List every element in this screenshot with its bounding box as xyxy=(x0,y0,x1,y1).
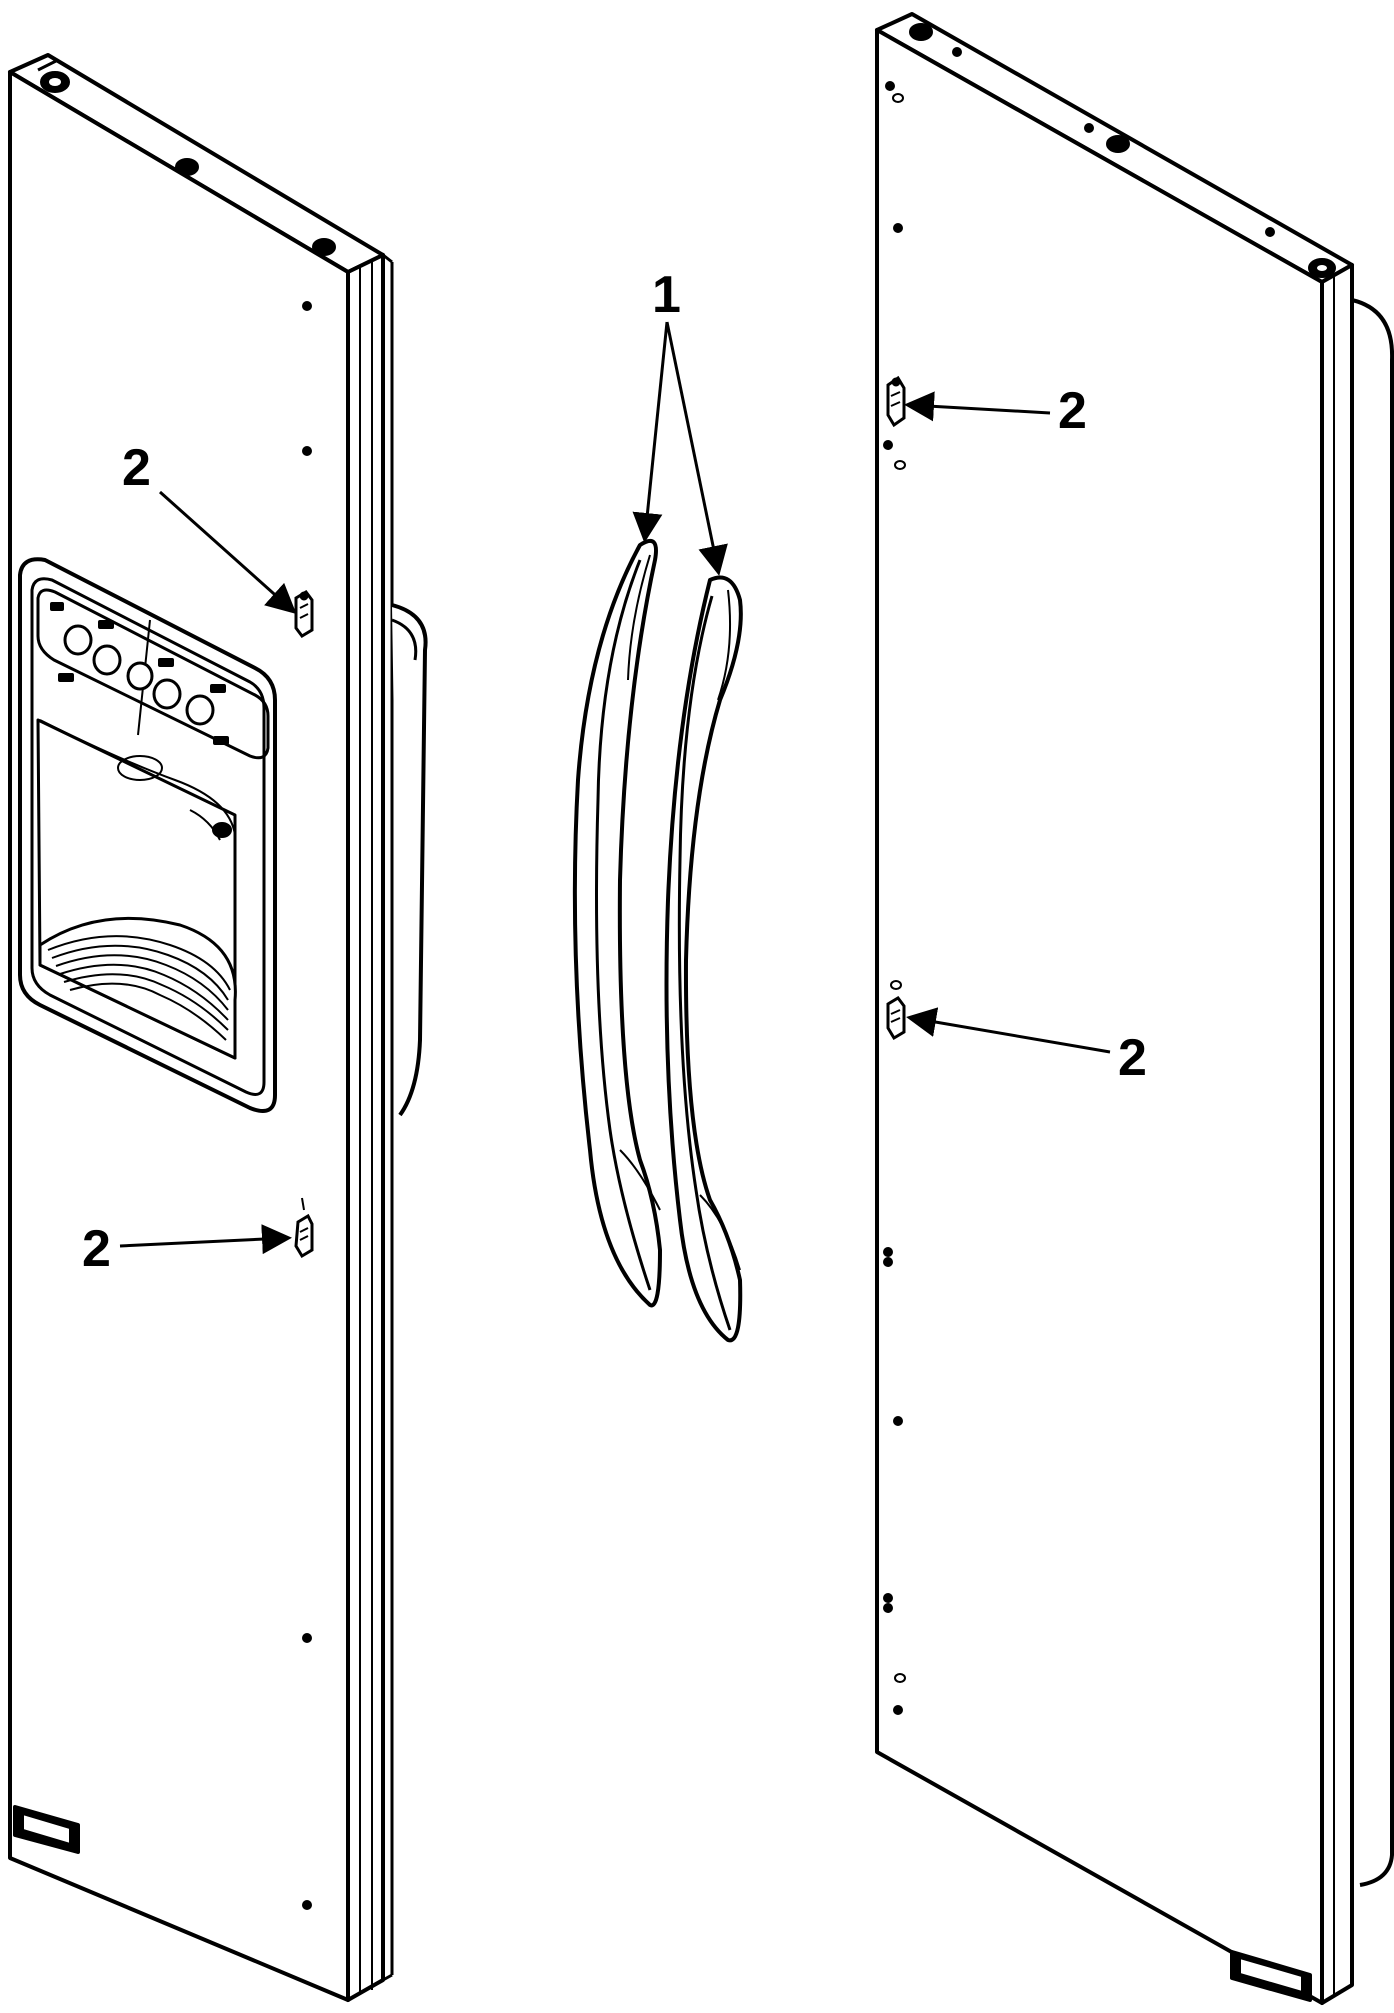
leader-handle-right xyxy=(665,321,728,576)
leader-plug-right-lower xyxy=(906,1007,1111,1054)
leader-plug-right-upper xyxy=(904,391,1051,422)
leader-handle-left xyxy=(632,321,669,543)
handle-right xyxy=(664,575,743,1343)
plug-left-upper xyxy=(294,590,314,638)
handle-left xyxy=(572,539,662,1308)
plug-right-lower xyxy=(886,980,906,1041)
callout-handle: 1 xyxy=(652,266,681,324)
callout-plug-left-lower: 2 xyxy=(82,1220,111,1278)
leader-plug-left-upper xyxy=(159,490,297,614)
leader-lines xyxy=(119,321,1111,1255)
callout-plug-right-upper: 2 xyxy=(1058,382,1087,440)
callout-plug-right-lower: 2 xyxy=(1118,1029,1147,1087)
plug-left-lower xyxy=(294,1197,314,1259)
callout-plug-left-upper: 2 xyxy=(122,439,151,497)
right-door xyxy=(875,12,1394,2005)
plug-right-upper xyxy=(886,375,906,428)
door-handles xyxy=(572,539,743,1343)
hole-plugs xyxy=(294,375,906,1259)
leader-plug-left-lower xyxy=(119,1224,292,1255)
left-door xyxy=(8,53,428,2002)
